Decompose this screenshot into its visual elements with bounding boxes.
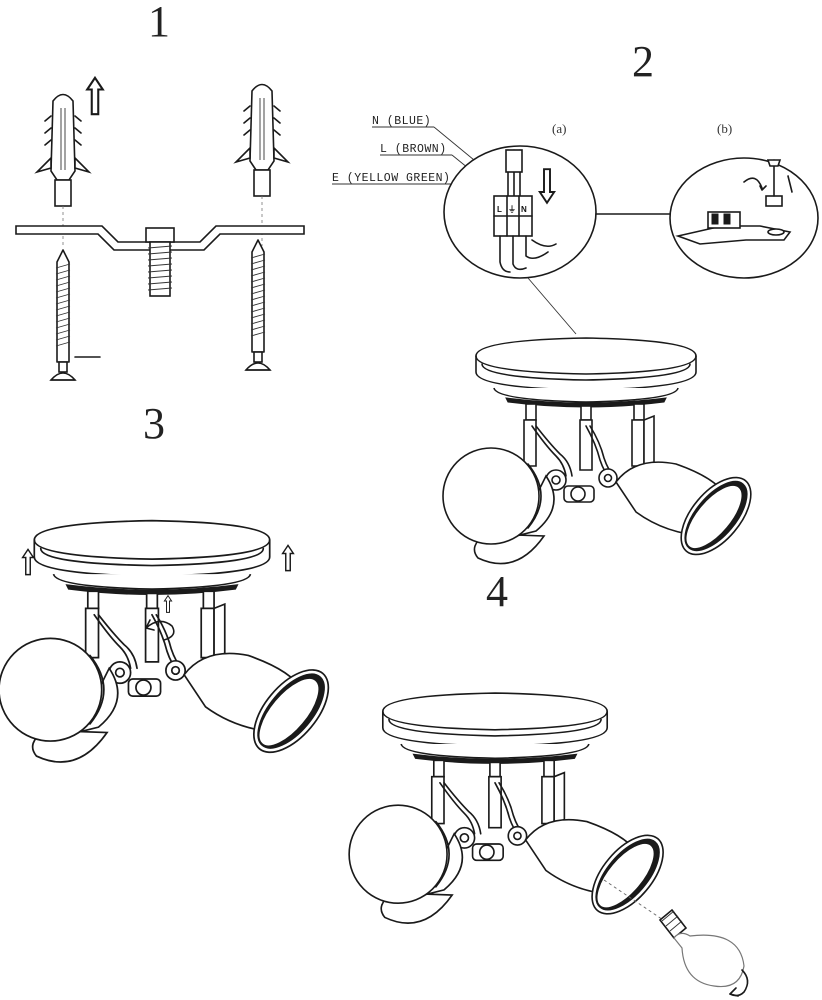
wire-label-earth: E (YELLOW GREEN) bbox=[332, 172, 450, 185]
detail-b-earth-screw bbox=[669, 157, 819, 279]
screw-icon bbox=[245, 239, 271, 371]
arrow-up-icon bbox=[21, 548, 35, 576]
step-number-2: 2 bbox=[632, 37, 654, 86]
arrow-up-icon bbox=[86, 76, 104, 116]
mounting-bracket bbox=[15, 225, 305, 297]
step-4-insert-bulb bbox=[348, 692, 749, 997]
step-number-1: 1 bbox=[148, 0, 170, 46]
wire-label-neutral: N (BLUE) bbox=[372, 115, 431, 128]
terminal-label-neutral: N bbox=[521, 205, 527, 214]
rotate-icon bbox=[729, 969, 749, 997]
light-fixture bbox=[442, 337, 765, 568]
screw-icon bbox=[50, 249, 76, 381]
wall-plug-icon bbox=[235, 83, 289, 197]
light-fixture bbox=[348, 692, 678, 928]
sub-label-b: (b) bbox=[717, 121, 732, 136]
rotate-icon bbox=[145, 619, 175, 641]
bulb-icon bbox=[658, 908, 745, 988]
detail-a-terminal: L ⏚ N bbox=[443, 145, 673, 279]
terminal-label-earth: ⏚ bbox=[508, 205, 516, 214]
light-fixture bbox=[0, 519, 344, 767]
arrow-up-icon bbox=[163, 595, 173, 613]
step-number-3: 3 bbox=[143, 399, 165, 448]
step-2-wiring: N (BLUE) L (BROWN) E (YELLOW GREEN) (a) … bbox=[332, 115, 819, 568]
step-number-4: 4 bbox=[486, 567, 508, 616]
step-3-attach-fixture bbox=[0, 519, 344, 767]
step-1-mounting bbox=[15, 76, 305, 381]
terminal-label-live: L bbox=[497, 205, 502, 214]
wire-label-live: L (BROWN) bbox=[380, 143, 447, 156]
arrow-up-icon bbox=[281, 544, 295, 572]
wall-plug-icon bbox=[36, 93, 90, 207]
sub-label-a: (a) bbox=[552, 121, 566, 136]
